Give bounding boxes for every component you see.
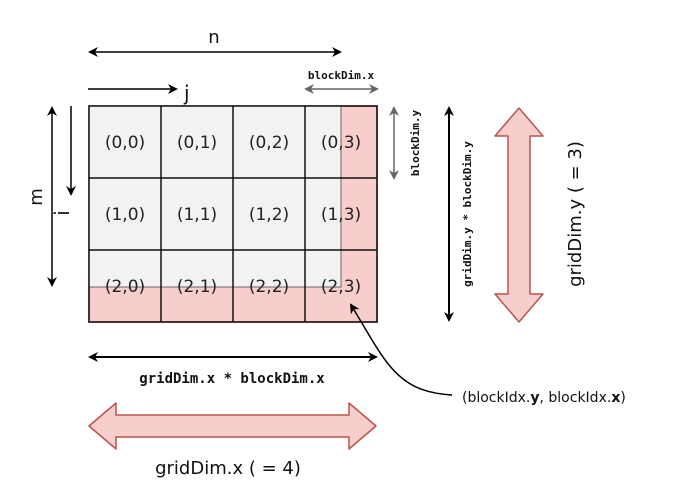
block-grid-lines bbox=[88, 105, 378, 323]
grid-dim-y-label: gridDim.y ( = 3) bbox=[565, 141, 586, 287]
grid-dim-y-block-arrow bbox=[494, 107, 544, 323]
i-label: i bbox=[50, 210, 74, 216]
n-label: n bbox=[208, 27, 219, 48]
cell-2-2: (2,2) bbox=[249, 277, 289, 297]
cell-0-2: (0,2) bbox=[249, 133, 289, 153]
cell-2-1: (2,1) bbox=[177, 277, 217, 297]
j-label: j bbox=[183, 81, 190, 105]
cell-labels: (0,0) (0,1) (0,2) (0,3) (1,0) (1,1) (1,2… bbox=[105, 133, 361, 297]
cell-1-0: (1,0) bbox=[105, 205, 145, 225]
cell-0-3: (0,3) bbox=[321, 133, 361, 153]
matrix-region bbox=[88, 105, 342, 288]
block-idx-x: x bbox=[611, 390, 620, 406]
block-idx-label: (blockIdx.y, blockIdx.x) bbox=[462, 390, 626, 406]
cell-0-1: (0,1) bbox=[177, 133, 217, 153]
cell-2-0: (2,0) bbox=[105, 277, 145, 297]
block-idx-open: (blockIdx. bbox=[462, 390, 530, 406]
grid-block-y-label: gridDim.y * blockDim.y bbox=[461, 141, 474, 287]
block-idx-close: ) bbox=[620, 390, 625, 406]
block-idx-y: y bbox=[530, 390, 539, 406]
block-idx-mid: , blockIdx. bbox=[540, 390, 612, 406]
block-dim-x-label: blockDim.x bbox=[308, 69, 375, 82]
cell-1-3: (1,3) bbox=[321, 205, 361, 225]
block-idx-pointer bbox=[349, 303, 453, 396]
grid-block-x-label: gridDim.x * blockDim.x bbox=[139, 371, 325, 387]
cell-1-2: (1,2) bbox=[249, 205, 289, 225]
cell-0-0: (0,0) bbox=[105, 133, 145, 153]
block-dim-y-label: blockDim.y bbox=[409, 110, 422, 177]
cell-1-1: (1,1) bbox=[177, 205, 217, 225]
m-label: m bbox=[26, 188, 47, 206]
grid-dim-x-label: gridDim.x ( = 4) bbox=[155, 458, 301, 479]
cell-2-3: (2,3) bbox=[321, 277, 361, 297]
grid-dim-x-block-arrow bbox=[88, 402, 377, 450]
